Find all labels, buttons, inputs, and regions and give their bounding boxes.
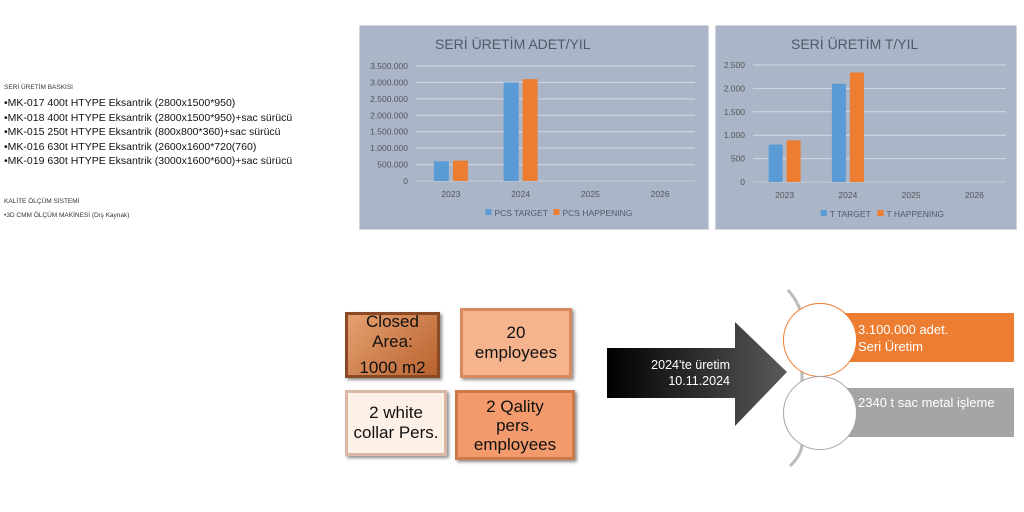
machine-item: •MK-017 400t HTYPE Eksantrik (2800x1500*… [4, 97, 236, 109]
y-tick-label: 2.000 [724, 83, 746, 93]
bar-t-target [768, 144, 783, 182]
result-circle-orange [783, 303, 857, 377]
y-tick-label: 0 [740, 177, 745, 187]
chart-pcs: SERİ ÜRETİM ADET/YIL 0 500.000 1.000.000 1.5… [359, 25, 709, 230]
x-tick-label: 2024 [511, 189, 530, 199]
employees-label: employees [474, 343, 558, 362]
quality-heading: KALİTE ÖLÇÜM SİSTEMİ [4, 198, 80, 205]
legend-label: PCS TARGET [495, 208, 549, 218]
y-tick-label: 2.000.000 [370, 110, 408, 120]
y-tick-label: 500.000 [377, 160, 408, 170]
closed-area-label: Closed Area: [366, 312, 419, 351]
y-tick-label: 1.000 [724, 130, 746, 140]
machine-item: •MK-015 250t HTYPE Eksantrik (800x800*36… [4, 126, 281, 138]
bar-pcs-happening [452, 160, 468, 181]
quality-count: 2 Qality [486, 396, 544, 416]
x-tick-label: 2026 [965, 190, 984, 200]
closed-area-box: Closed Area: 1000 m2 [345, 312, 440, 378]
chart-tons: SERİ ÜRETİM T/YIL 0 500 1.000 1.500 2.000 2.50… [715, 25, 1017, 230]
quality-label: pers. [496, 415, 534, 435]
legend-swatch [877, 210, 884, 216]
machine-list: •MK-017 400t HTYPE Eksantrik (2800x1500*… [4, 96, 292, 169]
result-production-label: Seri Üretim [858, 339, 924, 354]
bar-pcs-target [433, 161, 449, 181]
bar-t-target [831, 83, 846, 182]
machine-item: •MK-018 400t HTYPE Eksantrik (2800x1500*… [4, 111, 293, 124]
bar-pcs-happening [522, 79, 538, 181]
legend-label: T HAPPENING [887, 209, 944, 219]
result-circle-gray [783, 376, 857, 450]
y-tick-label: 500 [731, 154, 745, 164]
x-tick-label: 2023 [775, 190, 794, 200]
legend-swatch [485, 209, 492, 215]
y-tick-label: 3.000.000 [370, 77, 408, 87]
employees-box: 20 employees [460, 308, 572, 378]
white-collar-box: 2 white collar Pers. [345, 390, 447, 456]
employees-count: 20 [506, 323, 526, 342]
legend-swatch [820, 210, 827, 216]
x-tick-label: 2024 [838, 190, 857, 200]
y-tick-label: 3.500.000 [370, 61, 408, 71]
arrow-text: 2024'te üretim 10.11.2024 [620, 357, 730, 389]
x-tick-label: 2023 [441, 189, 460, 199]
arrow-line-1: 2024'te üretim [651, 358, 730, 372]
y-tick-label: 0 [403, 176, 408, 186]
y-tick-label: 1.500 [724, 107, 746, 117]
quality-personnel-box: 2 Qality pers. employees [455, 390, 575, 460]
chart-title: SERİ ÜRETİM ADET/YIL [435, 35, 591, 52]
production-heading: SERİ ÜRETİM BASKISI [4, 84, 73, 91]
chart-tons-svg: SERİ ÜRETİM T/YIL 0 500 1.000 1.500 2.000 2.50… [724, 35, 1006, 219]
result-sheet-metal: 2340 t sac metal işleme [838, 388, 1014, 437]
y-tick-label: 1.000.000 [370, 143, 408, 153]
x-tick-label: 2026 [651, 189, 670, 199]
quality-label-2: employees [473, 434, 557, 454]
result-production: 3.100.000 adet. Seri Üretim [838, 313, 1014, 362]
x-tick-label: 2025 [902, 190, 921, 200]
bar-t-happening [849, 72, 864, 182]
chart-title: SERİ ÜRETİM T/YIL [791, 35, 919, 52]
legend-swatch [553, 209, 560, 215]
x-tick-label: 2025 [581, 189, 600, 199]
result-production-value: 3.100.000 adet. [858, 322, 949, 337]
legend-label: T TARGET [830, 209, 871, 219]
chart-pcs-svg: SERİ ÜRETİM ADET/YIL 0 500.000 1.000.000 1.5… [370, 35, 695, 218]
y-tick-label: 1.500.000 [370, 127, 408, 137]
y-tick-label: 2.500.000 [370, 94, 408, 104]
closed-area-value: 1000 m2 [359, 358, 426, 377]
arrow-line-2: 10.11.2024 [668, 374, 730, 388]
bar-pcs-target [503, 82, 519, 181]
result-sheet-metal-label: 2340 t sac metal işleme [858, 395, 995, 410]
quality-item: •3D CMM ÖLÇÜM MAKİNESİ (Dış Kaynak) [4, 212, 130, 219]
arrow-shape [607, 322, 787, 426]
machine-item: •MK-019 630t HTYPE Eksantrik (3000x1600*… [4, 155, 293, 167]
white-collar-count: 2 white [369, 403, 423, 422]
machine-item: •MK-016 630t HTYPE Eksantrik (2600x1600*… [4, 140, 257, 153]
bar-t-happening [786, 140, 801, 182]
legend-label: PCS HAPPENING [563, 208, 633, 218]
white-collar-label: collar Pers. [353, 423, 439, 442]
y-tick-label: 2.500 [724, 60, 746, 70]
